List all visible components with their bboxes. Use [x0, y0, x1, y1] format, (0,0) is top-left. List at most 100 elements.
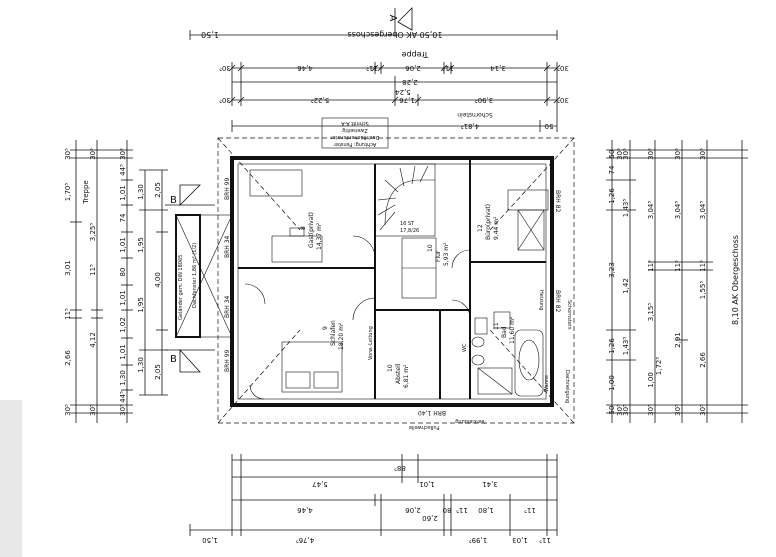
dim-bottom-r3-3: 11⁵	[456, 506, 468, 514]
dim-top-r1-3: 2,06	[405, 64, 421, 72]
room-bad-area: 11,60 m²	[509, 316, 516, 344]
dim-left-c2-4: 30⁵	[89, 404, 97, 416]
dim-left-c3-11: 30⁵	[119, 404, 127, 416]
scan-edge-shadow	[0, 400, 22, 557]
dim-left-c2-1: 3,25⁵	[89, 223, 97, 242]
dim-top-r1-4: 11⁵	[442, 64, 454, 72]
dim-right-c1-0: 50	[608, 150, 616, 159]
dim-left-c3-2: 1,01	[119, 185, 127, 201]
note-bottom2: Verkleidung	[455, 418, 485, 424]
section-b-lower-label: B	[170, 354, 177, 365]
dim-bottom-r4-3: 1,03	[512, 536, 528, 544]
dim-left-c1-1: 1,70⁵	[64, 183, 72, 202]
dim-left-c3-9: 1,30	[119, 370, 127, 386]
note-supply: Vorw.-Leitung	[368, 326, 374, 360]
room-bad-num: 11	[493, 322, 500, 330]
staircase: 16 ST 17,8/26	[374, 163, 436, 237]
dim-bottom-r1-1: 1,01	[419, 480, 435, 488]
brh-right-a: BRH 82	[554, 190, 561, 213]
dim-left-c3-7: 1,02	[119, 317, 127, 333]
dim-bottom-r2-0: 5,47	[312, 480, 328, 488]
bottom-dimension-chains: 88⁵ 1,01 5,47 3,41 4,46 2,06 80 11⁵ 1,80…	[189, 454, 558, 544]
section-b-upper-label: B	[170, 195, 177, 206]
dim-right-c5-1: 3,04⁵	[699, 201, 707, 220]
chimney-label-top: Schornstein	[457, 111, 493, 118]
room-bad-name: Bad	[501, 326, 508, 338]
dim-left-c1-6: 30⁵	[64, 404, 72, 416]
room-abstell-area: 6,81 m²	[403, 364, 410, 388]
dim-bottom-r3-5: 2,60	[422, 514, 438, 522]
room-gast-num: 8	[300, 226, 307, 230]
dim-right-c2-0: 30⁵	[622, 148, 630, 160]
note-bottom: Fußschwelle	[409, 424, 439, 430]
dim-left-c3-3: 74	[119, 213, 127, 222]
dim-right-c3-0: 30⁵	[647, 148, 655, 160]
dim-top-r3-1: 5,22⁵	[311, 96, 330, 104]
dim-bottom-r3-2: 80	[443, 506, 452, 514]
right-dimension-chains: 50 30⁵ 74 1,26 3,23 1,26 1,00 30⁵ 50 30⁵…	[606, 140, 748, 423]
dim-left-c3-1: 44⁵	[119, 164, 127, 176]
left-dimension-chains: 30⁵ 1,70⁵ Treppe 3,01 11⁵ 2,66 30⁵ 30⁵ 3…	[64, 140, 168, 423]
dim-right-c2-1: 1,43⁵	[622, 199, 630, 218]
bath-fixtures	[471, 311, 544, 397]
guest-bed	[249, 169, 303, 197]
dim-left-c4-1: 1,95	[137, 237, 145, 253]
note-attention-3: Schnitt A-A	[341, 120, 369, 126]
dim-bottom-r4-4: 11⁵	[539, 536, 551, 544]
dim-right-c3-3: 3,15⁵	[647, 303, 655, 322]
brh-right-b: BRH 82	[554, 290, 561, 313]
dim-left-c1-0: 30⁵	[64, 148, 72, 160]
dim-right-c3-4: 1,00	[647, 372, 655, 388]
overall-width-right: 8,10 AK Obergeschoss	[731, 235, 740, 325]
note-wc: WC	[462, 343, 468, 352]
top-dimension-chains: 10,50 AK Obergeschoss 1,50 Treppe 30⁵ 4,…	[189, 30, 569, 132]
dim-bottom-r3-4: 1,80	[478, 506, 494, 514]
room-flur-num: 10	[427, 244, 434, 252]
brh-top-left: BRH 99	[224, 177, 231, 200]
dim-left-c1-5: 2,66	[64, 350, 72, 366]
dim-top-r3-3: 3,90⁵	[475, 96, 494, 104]
dim-left-c3-10: 44⁵	[119, 391, 127, 403]
dim-right-c5-0: 30⁵	[699, 148, 707, 160]
brh-left-b: BRH 34	[224, 295, 231, 318]
dim-right-c1-5: 1,26	[608, 338, 616, 354]
dim-left-c3-6: 1,01	[119, 290, 127, 306]
section-mark-a: A	[387, 7, 413, 36]
dim-top-r1-6: 30⁵	[557, 64, 569, 72]
dim-top-r3-0: 30⁵	[219, 96, 231, 104]
dim-left-c1-3: 3,01	[64, 260, 72, 276]
room-gast-name: Gast(privat)	[308, 212, 315, 248]
dim-bottom-r4-1: 4,76⁵	[296, 536, 315, 544]
dim-left-c4-0: 1,30	[137, 184, 145, 200]
room-flur-name: Flur	[435, 250, 442, 262]
dim-left-c5-2: 2,05	[154, 364, 162, 380]
dim-left-c1-2: Treppe	[82, 180, 90, 204]
dim-left-c5-1: 4,00	[154, 272, 162, 288]
dim-left-c4-3: 1,30	[137, 357, 145, 373]
dim-right-c1-7: 30⁵	[616, 404, 624, 416]
room-buero-name: Büro(privat)	[485, 204, 492, 240]
note-railing: Geländer gem. DIN 18065	[178, 255, 184, 320]
dim-top-r4-0: 4,81⁵	[461, 122, 480, 130]
dim-top-r1-0: 30⁵	[219, 64, 231, 72]
room-abstell-name: Abstell	[395, 363, 402, 384]
dim-right-c3-1: 3,04⁵	[647, 201, 655, 220]
room-schlafen-area: 18,20 m²	[338, 322, 345, 350]
dim-right-c5-5: 30⁵	[699, 404, 707, 416]
dim-top-r3-4: 30⁵	[557, 96, 569, 104]
table-flur	[401, 237, 437, 299]
stair-rise: 17,8/26	[400, 228, 419, 234]
dim-right-c2-4: 30⁵	[622, 404, 630, 416]
chimney-box	[517, 209, 545, 251]
dim-top-r1-1: 4,46	[297, 64, 313, 72]
dim-right-c4-1: 3,04⁵	[674, 201, 682, 220]
dim-right-c1-8: 50	[608, 406, 616, 415]
note-chimney-right: Schornstein	[566, 300, 572, 330]
room-gast-area: 14,37 m²	[316, 222, 323, 250]
dim-bottom-r3-0: 4,46	[297, 506, 313, 514]
dim-top-r2-1: 5,24	[395, 88, 411, 96]
dim-right-c1-1: 30⁵	[616, 148, 624, 160]
dim-left-c2-3: 4,12	[89, 332, 97, 348]
room-labels: 8 Gast(privat) 14,37 m² 9 Schlafen 18,20…	[300, 204, 516, 388]
